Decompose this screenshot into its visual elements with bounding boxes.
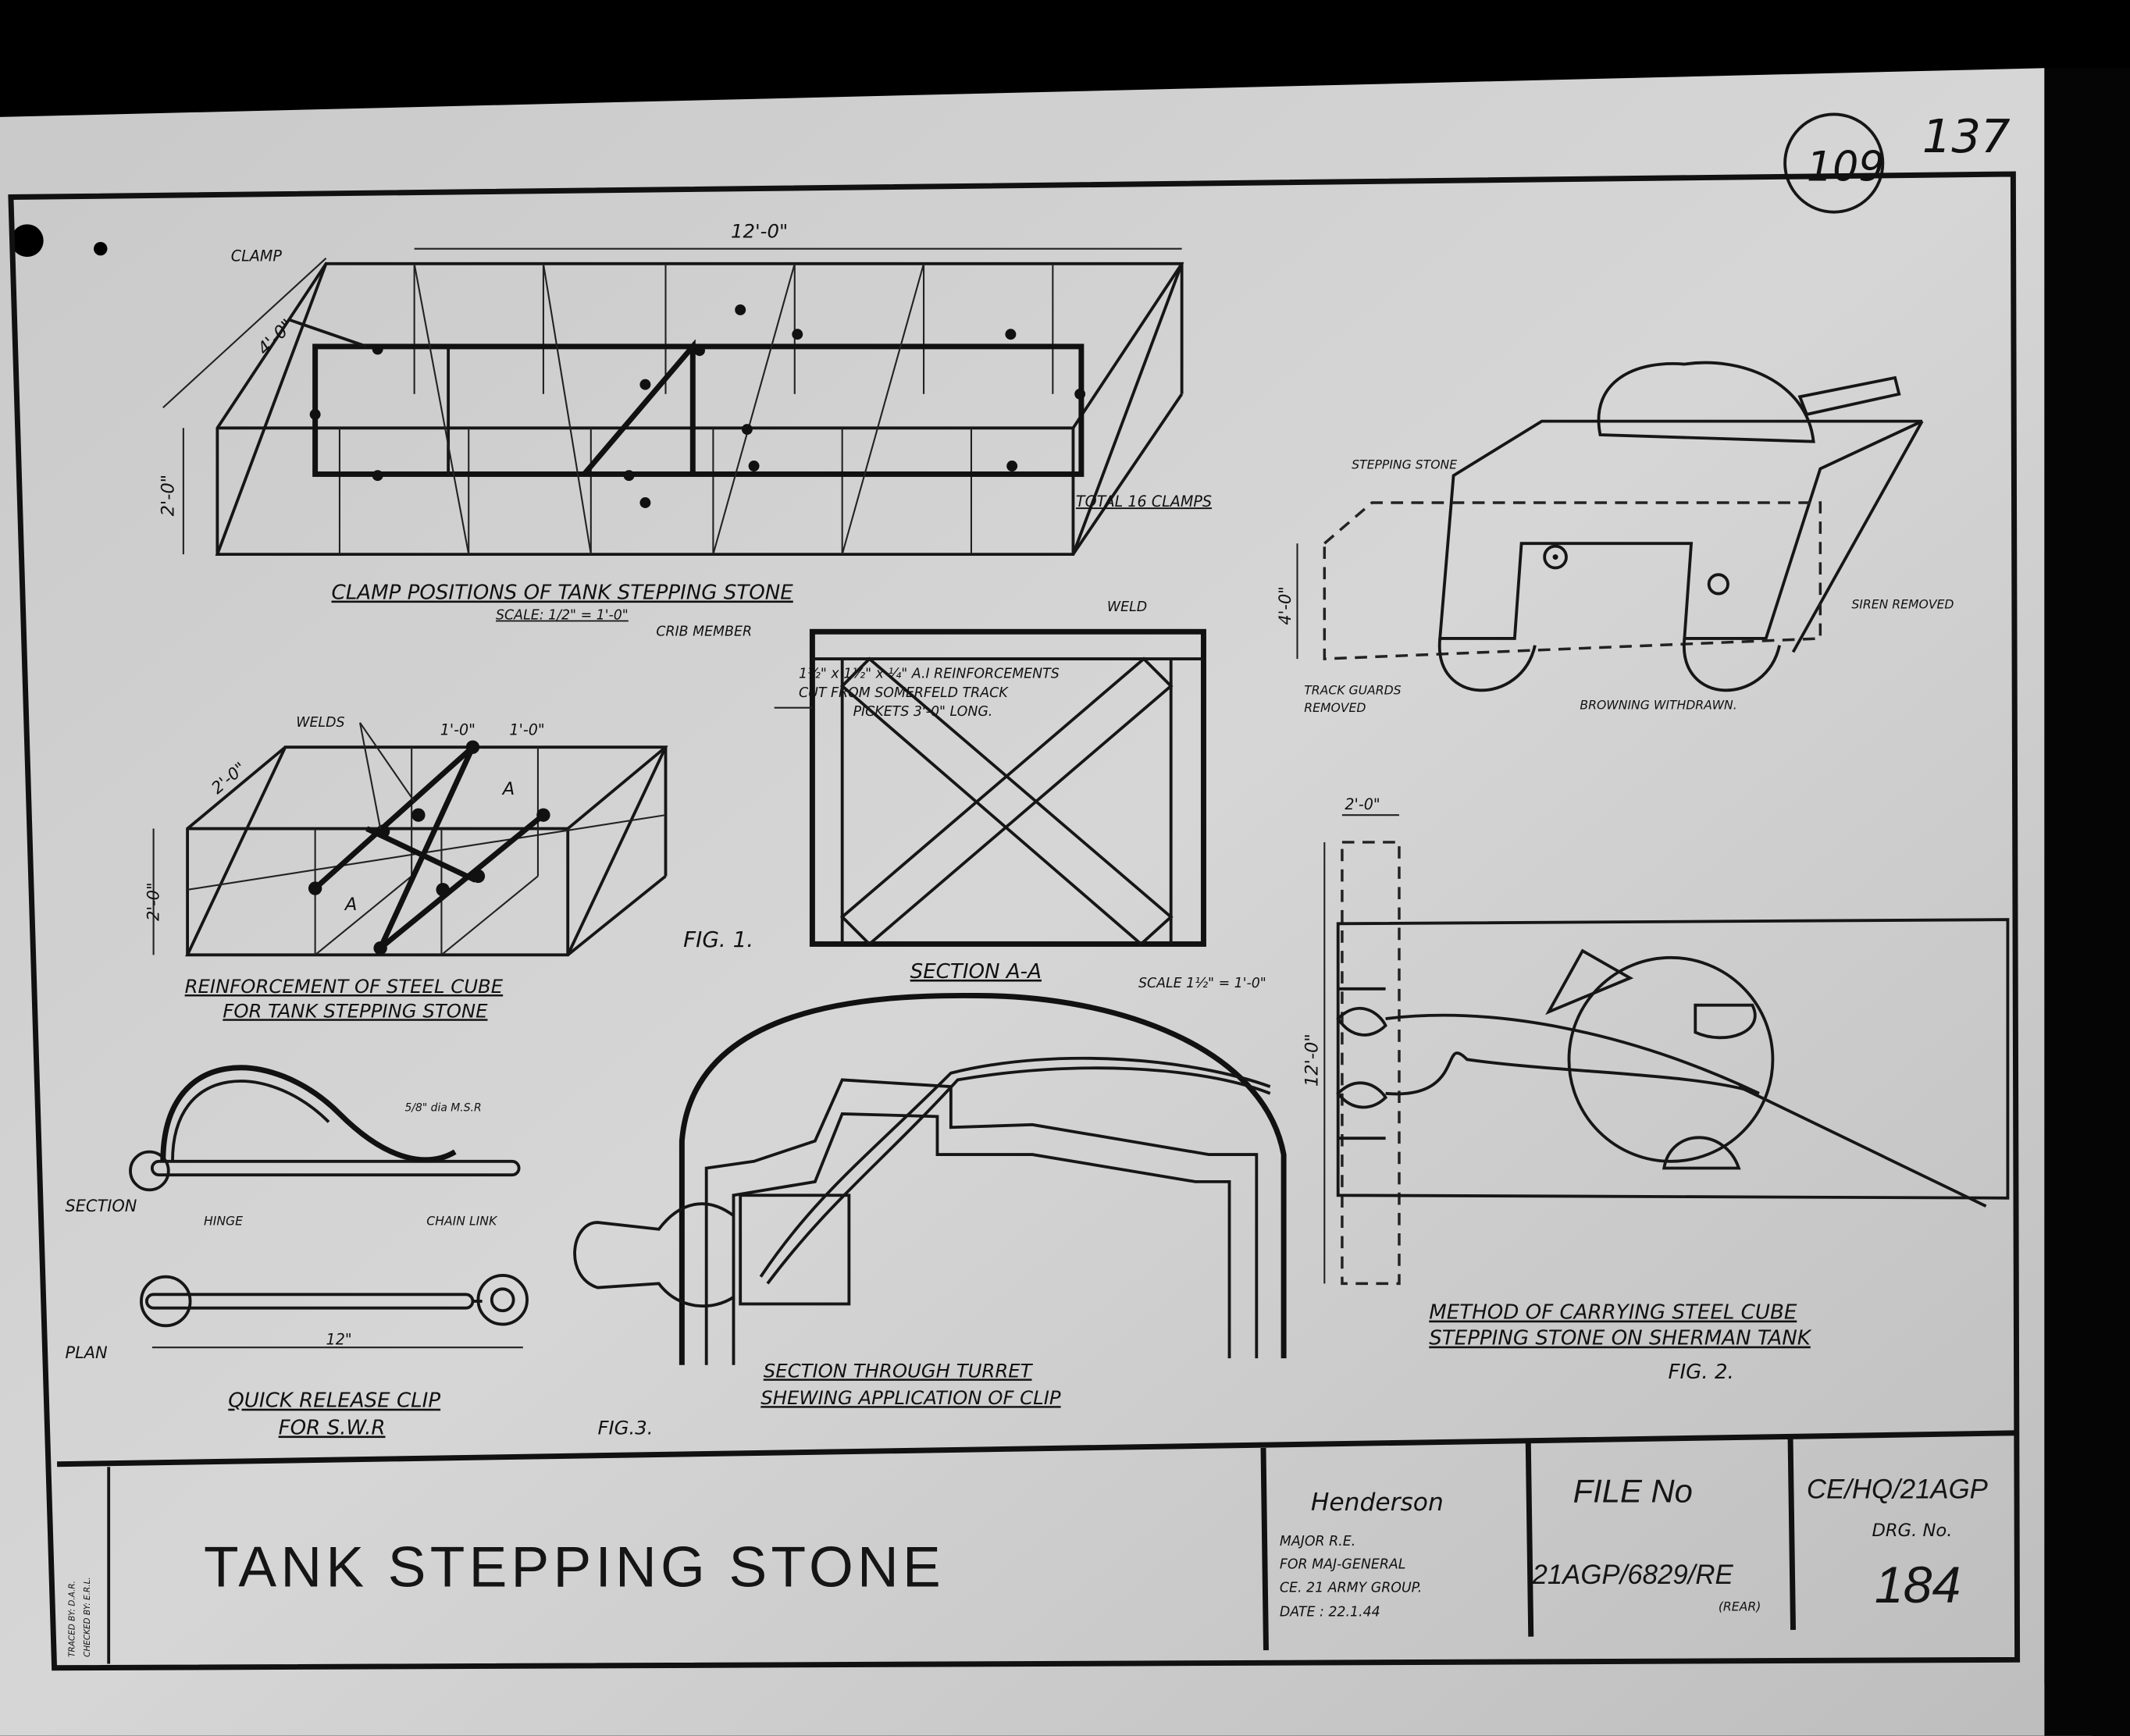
section-aa-caption: SECTION A-A	[910, 960, 1042, 984]
paper	[0, 68, 2093, 1736]
fig1-top-dimension: 12'-0"	[731, 220, 788, 243]
rod-label: 5/8" dia M.S.R	[404, 1101, 481, 1114]
weld-label: WELD	[1107, 599, 1147, 615]
page-number: 137	[1922, 109, 2011, 163]
reinforcement-caption-line2: FOR TANK STEPPING STONE	[223, 999, 488, 1022]
fig1-scale: SCALE: 1/2" = 1'-0"	[496, 608, 629, 624]
checked-by: CHECKED BY: E.R.L.	[83, 1577, 92, 1657]
clip-caption-line2: FOR S.W.R	[279, 1416, 386, 1439]
fig2-label: FIG. 2.	[1668, 1361, 1733, 1384]
fig1-caption: CLAMP POSITIONS OF TANK STEPPING STONE	[332, 582, 794, 605]
file-number: 21AGP/6829/RE	[1531, 1560, 1733, 1590]
track-guards-label-line2: REMOVED	[1304, 700, 1366, 715]
office-code: CE/HQ/21AGP	[1807, 1475, 1988, 1504]
section-label: SECTION	[66, 1197, 137, 1215]
siren-removed-label: SIREN REMOVED	[1851, 597, 1954, 612]
file-suffix: (REAR)	[1719, 1599, 1761, 1614]
sherman-carrying-plan-drawing	[1323, 814, 2010, 1286]
reinforcement-dim-b: 1'-0"	[509, 720, 544, 738]
drg-number: 184	[1875, 1556, 1961, 1614]
section-aa-drawing	[774, 628, 1206, 947]
chain-link-label: CHAIN LINK	[426, 1214, 498, 1229]
reinforcement-dim-a: 1'-0"	[440, 720, 476, 738]
quick-release-clip-drawing	[129, 1065, 529, 1349]
turret-caption-line1: SECTION THROUGH TURRET	[764, 1359, 1034, 1382]
turret-section-drawing	[573, 992, 1287, 1365]
section-mark-a-upper: A	[501, 779, 515, 799]
turret-caption-line2: SHEWING APPLICATION OF CLIP	[760, 1386, 1061, 1409]
drg-label: DRG. No.	[1872, 1521, 1952, 1541]
signature: Henderson	[1311, 1489, 1444, 1517]
fig2-caption-line1: METHOD OF CARRYING STEEL CUBE	[1429, 1301, 1797, 1325]
fig2-width-dimension: 2'-0"	[1345, 795, 1380, 813]
section-mark-a-lower: A	[344, 895, 357, 915]
tank-front-view-drawing	[1296, 361, 1924, 692]
reinforcement-note-line3: PICKETS 3'-0" LONG.	[853, 704, 993, 720]
traced-by: TRACED BY: D.A.R.	[68, 1581, 77, 1657]
fig1-height-dimension: 2'-0"	[159, 475, 179, 517]
drawing-date: DATE : 22.1.44	[1280, 1605, 1380, 1620]
file-label: FILE No	[1573, 1472, 1693, 1509]
track-guards-label-line1: TRACK GUARDS	[1304, 682, 1401, 697]
clamp-label: CLAMP	[231, 247, 283, 265]
clip-caption-line1: QUICK RELEASE CLIP	[228, 1389, 440, 1413]
reinforcement-note-line2: CUT FROM SOMERFELD TRACK	[799, 685, 1009, 701]
stepping-stone-label: STEPPING STONE	[1352, 457, 1457, 472]
hinge-label: HINGE	[204, 1214, 243, 1229]
clamp-positions-drawing	[162, 247, 1184, 557]
crib-member-label: CRIB MEMBER	[656, 624, 752, 639]
plan-label: PLAN	[66, 1343, 108, 1362]
fig2-caption-line2: STEPPING STONE ON SHERMAN TANK	[1429, 1327, 1811, 1350]
reinforcement-cube-drawing	[152, 722, 668, 957]
browning-withdrawn-label: BROWNING WITHDRAWN.	[1580, 697, 1736, 712]
reinforcement-note-line1: 1½" x 1½" x ¼" A.I REINFORCEMENTS	[799, 666, 1060, 681]
fig2-length-dimension: 12'-0"	[1302, 1033, 1323, 1087]
tank-height-dimension: 4'-0"	[1276, 586, 1295, 624]
fig1-label: FIG. 1.	[683, 927, 753, 952]
total-clamps-label: TOTAL 16 CLAMPS	[1076, 493, 1212, 510]
fig3-label: FIG.3.	[598, 1416, 654, 1439]
signatory-for-line: FOR MAJ-GENERAL	[1280, 1557, 1406, 1573]
reinforcement-height-dimension: 2'-0"	[144, 882, 163, 920]
clip-length-dimension: 12"	[326, 1331, 352, 1349]
section-aa-scale: SCALE 1½" = 1'-0"	[1138, 976, 1266, 991]
drawing-border	[8, 171, 2021, 1671]
drawing-title: TANK STEPPING STONE	[204, 1535, 945, 1599]
circled-number: 109	[1807, 144, 1885, 191]
signatory-unit: CE. 21 ARMY GROUP.	[1280, 1580, 1422, 1595]
sheet-marks: 109 137	[10, 109, 2011, 258]
reinforcement-caption-line1: REINFORCEMENT OF STEEL CUBE	[185, 975, 504, 998]
signatory-rank: MAJOR R.E.	[1280, 1534, 1355, 1549]
welds-label: WELDS	[296, 715, 344, 731]
